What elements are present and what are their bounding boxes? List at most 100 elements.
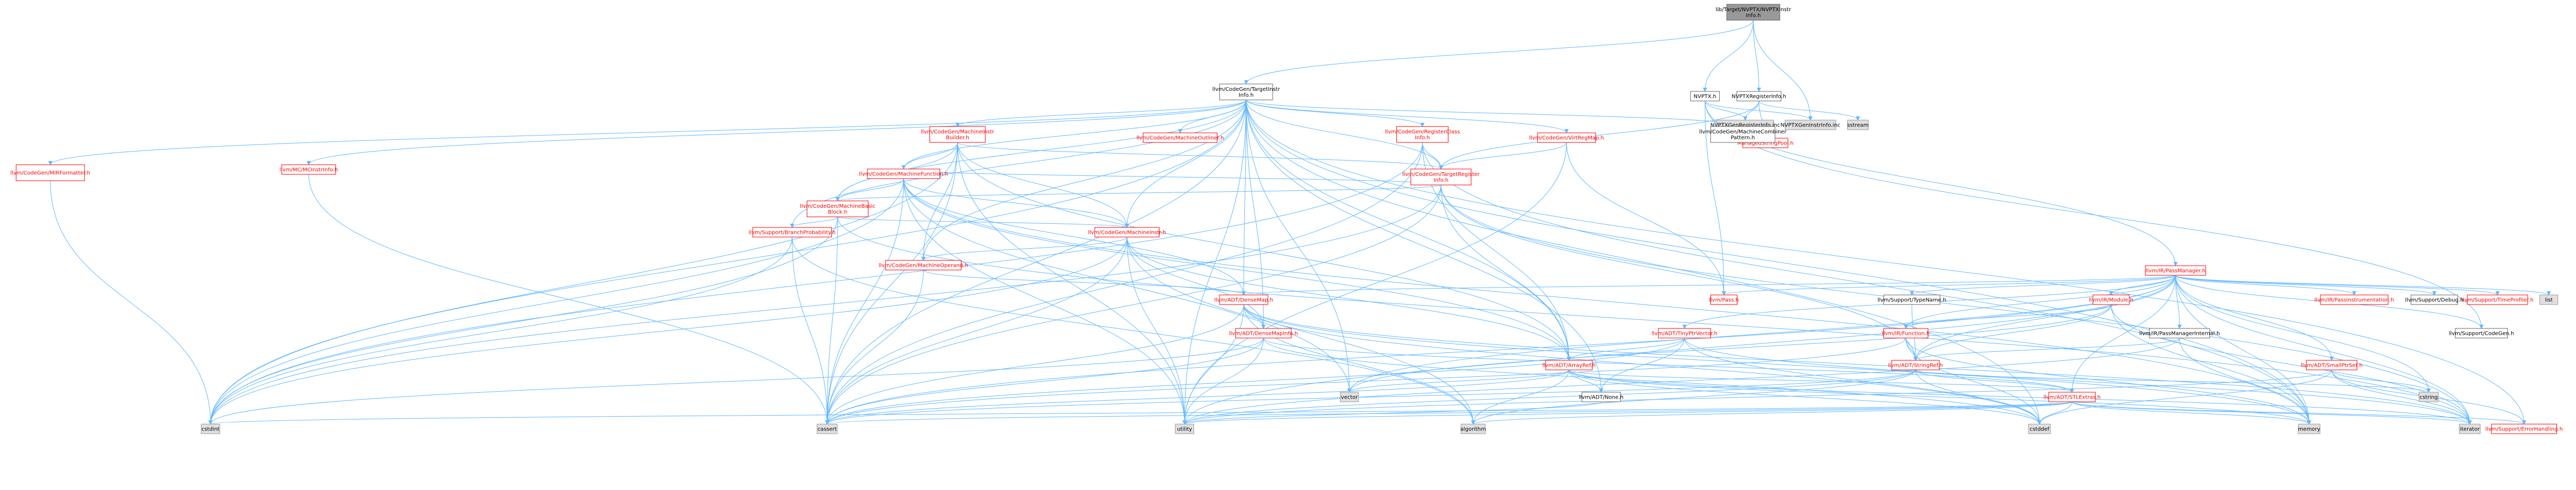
node-box	[2298, 424, 2321, 434]
node-label: llvm/CodeGen/MIRFormatter.h	[11, 171, 90, 176]
node-arrayref[interactable]: llvm/ADT/ArrayRef.h	[1542, 360, 1596, 370]
node-label: llvm/Support/ErrorHandling.h	[2485, 427, 2563, 433]
edge-mcinstr-to-cassert	[308, 174, 830, 425]
edge-mi-to-algorithm	[1127, 236, 1475, 425]
edge-tri-to-cstdint	[208, 184, 1441, 425]
edge-densemapinfo-to-cassert	[825, 337, 1264, 425]
node-errh[interactable]: llvm/Support/ErrorHandling.h	[2485, 424, 2563, 434]
node-stlextras[interactable]: llvm/ADT/STLExtras.h	[2043, 392, 2101, 402]
edge-mib-to-mi	[957, 142, 1129, 228]
node-bprob[interactable]: llvm/Support/BranchProbability.h	[749, 227, 836, 238]
edge-mf-to-cassert	[825, 178, 904, 425]
node-function[interactable]: llvm/IR/Function.h	[1882, 328, 1930, 339]
edge-smallptrset-to-cstddef	[2037, 369, 2332, 425]
edge-function-to-cassert	[825, 337, 1906, 425]
node-label: lib/Target/NVPTX/NVPTXInstr	[1716, 7, 1792, 13]
node-label: llvm/Pass.h	[1709, 298, 1739, 303]
node-label: llvm/ADT/StringRef.h	[1888, 363, 1943, 369]
node-none[interactable]: llvm/ADT/None.h	[1579, 392, 1624, 402]
node-tinyptr[interactable]: llvm/ADT/TinyPtrVector.h	[1651, 328, 1717, 339]
edge-tri-to-stringref	[1440, 184, 1918, 361]
edge-root-to-geninstrinc	[1753, 20, 1813, 121]
node-label: llvm/CodeGen/MachineInstr.h	[1088, 230, 1166, 236]
node-label: vector	[1341, 395, 1359, 401]
edge-stringref-to-cstring	[1915, 369, 2431, 393]
node-densemap[interactable]: llvm/ADT/DenseMap.h	[1214, 294, 1273, 305]
edge-pm-to-cassert	[825, 275, 2176, 425]
node-pm[interactable]: llvm/IR/PassManager.h	[2145, 265, 2206, 276]
edge-layer	[48, 20, 2551, 425]
node-label: llvm/IR/PassManager.h	[2146, 268, 2205, 274]
node-label: Info.h	[1239, 92, 1253, 98]
node-mi[interactable]: llvm/CodeGen/MachineInstr.h	[1088, 227, 1166, 238]
node-label: Info.h	[1434, 178, 1448, 183]
edge-function-to-memory	[1905, 337, 2311, 425]
edge-arrayref-to-none	[1568, 369, 1603, 393]
node-box	[2418, 392, 2439, 402]
edge-tii-to-none	[1246, 99, 1603, 393]
node-label: llvm/CodeGen/TargetRegister	[1402, 172, 1480, 178]
edge-mi-to-densemapinfo	[1127, 236, 1266, 329]
node-timeprof[interactable]: llvm/Support/TimeProfiler.h	[2461, 294, 2534, 305]
edge-pm-to-iterator	[2175, 275, 2472, 425]
edge-mi-to-cstdint	[208, 236, 1128, 425]
edge-pm-to-cstring	[2175, 275, 2431, 393]
node-label: utility	[1177, 427, 1192, 433]
node-label: llvm/Support/BranchProbability.h	[749, 230, 836, 236]
node-pass[interactable]: llvm/Pass.h	[1709, 294, 1739, 305]
node-mop[interactable]: llvm/CodeGen/MachineOperand.h	[878, 260, 968, 271]
node-typename[interactable]: llvm/Support/TypeName.h	[1878, 294, 1946, 305]
node-label: llvm/IR/Module.h	[2089, 298, 2134, 303]
node-codegen[interactable]: llvm/Support/CodeGen.h	[2449, 328, 2514, 339]
node-label: llvm/ADT/ArrayRef.h	[1542, 363, 1596, 369]
node-nvptxreg[interactable]: NVPTXRegisterInfo.h	[1731, 91, 1786, 102]
node-box	[1545, 360, 1593, 370]
edge-arrayref-to-cstddef	[1568, 369, 2042, 425]
edge-mib-to-mop	[921, 142, 958, 261]
node-module[interactable]: llvm/IR/Module.h	[2089, 294, 2134, 305]
node-box	[1175, 424, 1195, 434]
node-mirfmt[interactable]: llvm/CodeGen/MIRFormatter.h	[11, 164, 90, 181]
node-mout[interactable]: llvm/CodeGen/MachineOutliner.h	[1137, 132, 1224, 143]
node-list: list	[2539, 294, 2558, 305]
node-vrm[interactable]: llvm/CodeGen/VirtRegMap.h	[1529, 132, 1604, 143]
node-stringref[interactable]: llvm/ADT/StringRef.h	[1888, 360, 1943, 370]
node-cstdint: cstdint	[201, 424, 220, 434]
node-mf[interactable]: llvm/CodeGen/MachineFunction.h	[859, 168, 948, 179]
edge-nvptxreg-to-genreginc	[1743, 100, 1760, 121]
node-box	[2467, 294, 2528, 305]
node-mcinstr[interactable]: llvm/MC/MCInstrInfo.h	[279, 164, 338, 175]
node-label: llvm/Support/Debug.h	[2405, 298, 2463, 303]
node-nvptx[interactable]: NVPTX.h	[1690, 91, 1720, 102]
edge-bprob-to-cstdint	[208, 236, 792, 425]
node-utility: utility	[1175, 424, 1195, 434]
node-pmi[interactable]: llvm/IR/PassManagerInternal.h	[2139, 328, 2220, 339]
node-sstream: sstream	[1847, 120, 1869, 130]
edge-tii-to-arrayref	[1246, 99, 1571, 361]
edge-smallptrset-to-cstring	[2331, 369, 2431, 393]
edge-stlextras-to-cstdint	[209, 401, 2072, 425]
edge-densemapinfo-to-cstddef	[1263, 337, 2042, 425]
edge-module-to-iterator	[2111, 304, 2472, 425]
edge-pm-to-function	[1904, 275, 2176, 329]
edge-tri-to-cassert	[825, 184, 1441, 425]
edge-arrayref-to-memory	[1568, 369, 2311, 425]
node-label: list	[2545, 298, 2553, 303]
node-label: llvm/ADT/SmallPtrSet.h	[2301, 363, 2362, 369]
node-debug[interactable]: llvm/Support/Debug.h	[2405, 294, 2463, 305]
node-passinst[interactable]: llvm/IR/PassInstrumentation.h	[2315, 294, 2394, 305]
node-cstring: cstring	[2418, 392, 2439, 402]
edge-tii-to-utility	[1182, 99, 1247, 425]
node-densemapinfo[interactable]: llvm/ADT/DenseMapInfo.h	[1229, 328, 1298, 339]
node-label: llvm/Support/TypeName.h	[1878, 298, 1946, 303]
edge-densemapinfo-to-utility	[1182, 337, 1264, 425]
edge-mop-to-cassert	[825, 269, 924, 425]
node-smallptrset[interactable]: llvm/ADT/SmallPtrSet.h	[2301, 360, 2362, 370]
